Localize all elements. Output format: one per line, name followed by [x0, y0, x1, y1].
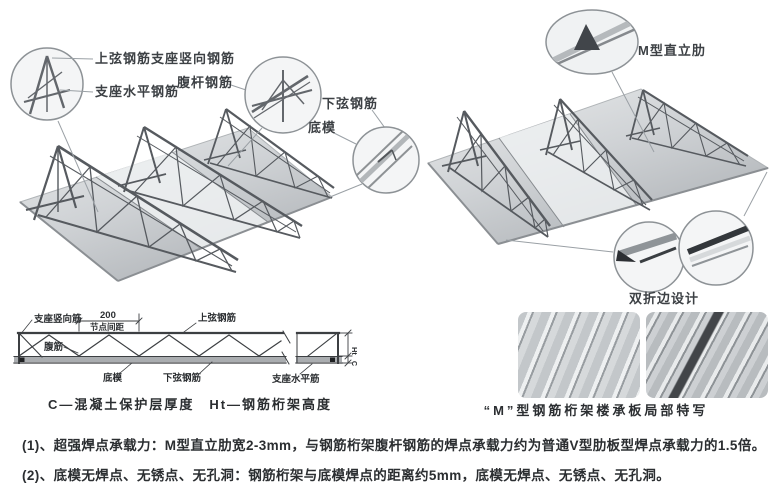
magnifier-circle-deck-detail	[352, 126, 420, 194]
deck-edge	[427, 162, 499, 245]
label-support-vertical-rebar: 支座竖向筋	[33, 313, 82, 325]
callout-m-rib: M型直立肋	[638, 43, 706, 58]
truss-3	[203, 108, 335, 199]
web-zigzag	[18, 334, 282, 357]
callout-web-rebar: 腹杆钢筋	[177, 75, 234, 90]
label-bottom-form: 底模	[102, 372, 123, 384]
truss-deck-closeup-photo	[646, 312, 768, 398]
label-web: 腹筋	[43, 341, 64, 353]
callout-bottom-chord: 下弦钢筋	[322, 96, 379, 111]
truss-1	[25, 144, 239, 273]
deck-panel-ribs-photo	[518, 312, 640, 398]
bottom-form-strip	[14, 357, 286, 362]
label-height-symbol: Ht	[350, 347, 359, 355]
label-top-chord-rebar: 上弦钢筋	[198, 312, 237, 324]
label-cover-symbol: C	[350, 361, 357, 366]
deck-seam	[498, 137, 565, 228]
magnifier-circle-fold-right	[678, 210, 754, 286]
truss-2	[117, 125, 303, 239]
magnifier-circle-fold-left	[613, 221, 685, 293]
truss-1	[441, 110, 551, 238]
label-node-spacing: 节点间距	[90, 322, 125, 332]
magnifier-circle-web-detail	[244, 56, 322, 134]
right-truss-deck-render	[427, 9, 770, 293]
note-line-1: (1)、超强焊点承载力：M型直立肋宽2-3mm，与钢筋桁架腹杆钢筋的焊点承载力约…	[22, 438, 766, 453]
truss-section-drawing: 支座竖向筋 200 节点间距 上弦钢筋 腹筋 底模 下弦钢筋 支座水平筋 Ht …	[13, 310, 359, 385]
callout-top-chord-support-vertical: 上弦钢筋支座竖向钢筋	[95, 51, 236, 66]
label-support-horizontal-rebar: 支座水平筋	[271, 373, 320, 385]
callout-support-horizontal: 支座水平钢筋	[95, 84, 180, 99]
node-spacing-dimension	[75, 313, 143, 332]
note-line-2: (2)、底模无焊点、无锈点、无孔洞：钢筋桁架与底模焊点的距离约5mm，底模无焊点…	[22, 468, 671, 483]
section-drawing-caption: C—混凝土保护层厚度 Ht—钢筋桁架高度	[47, 397, 333, 412]
left-truss-deck-render	[10, 47, 420, 282]
magnifier-circle-m-rib	[545, 9, 639, 75]
callout-double-fold-edge: 双折边设计	[629, 291, 700, 306]
deck-edge	[117, 196, 333, 282]
truss-end-piece	[295, 329, 353, 367]
magnifier-circle-support-detail	[10, 47, 94, 121]
leader-lines	[57, 83, 386, 213]
deck-seam	[171, 151, 269, 223]
label-bottom-chord-rebar: 下弦钢筋	[163, 372, 202, 384]
leader-lines	[505, 71, 768, 253]
truss-3	[625, 89, 749, 167]
deck-edge	[497, 167, 769, 245]
truss-2	[539, 98, 653, 211]
label-node-spacing-value: 200	[100, 310, 116, 321]
installed-truss-deck-site-photo	[383, 312, 509, 398]
drawing-leaders	[19, 319, 313, 375]
callout-bottom-form: 底模	[308, 120, 337, 135]
photo-strip-caption: “M”型钢筋桁架楼承板局部特写	[483, 403, 709, 418]
deck-seam	[569, 113, 638, 207]
deck-bright-band	[499, 114, 637, 227]
